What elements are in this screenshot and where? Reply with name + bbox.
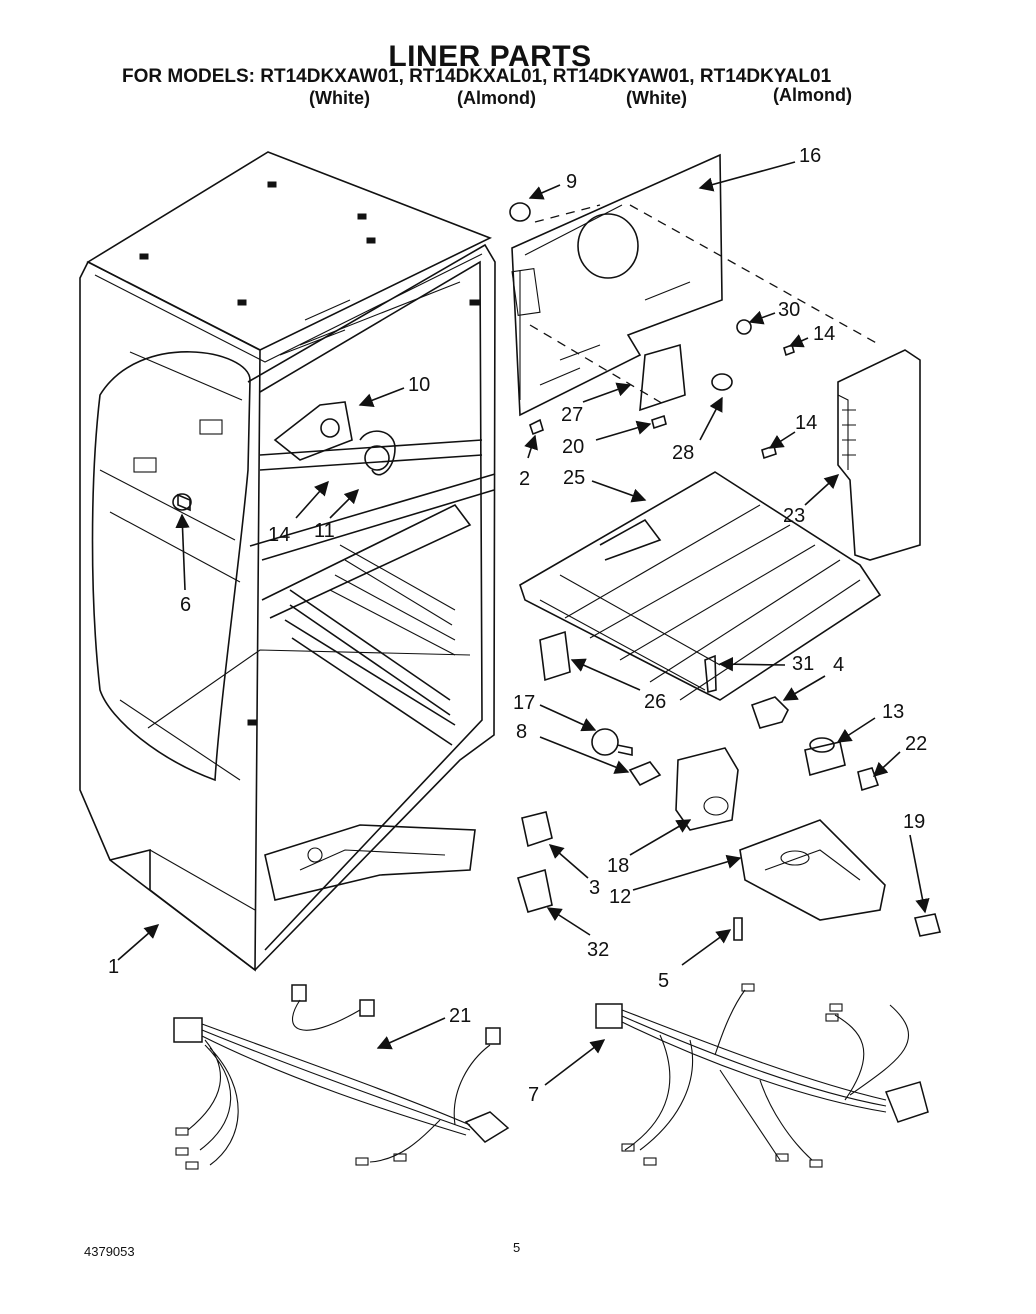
callout-23: 23 bbox=[783, 505, 806, 527]
callout-10: 10 bbox=[408, 374, 431, 396]
control-bracket-drawing bbox=[177, 401, 396, 512]
wire-harness-7-drawing bbox=[595, 983, 929, 1168]
model-variant-4: (Almond) bbox=[773, 85, 852, 105]
callout-6: 6 bbox=[180, 594, 192, 616]
model-variant-2: (Almond) bbox=[457, 88, 536, 108]
callout-13: 13 bbox=[882, 701, 905, 723]
callout-14: 14 bbox=[795, 412, 818, 434]
evaporator-tray-drawing bbox=[519, 471, 882, 701]
callout-12: 12 bbox=[609, 886, 632, 908]
callout-32: 32 bbox=[587, 939, 610, 961]
callout-5: 5 bbox=[658, 970, 670, 992]
callout-27: 27 bbox=[561, 404, 584, 426]
callout-19: 19 bbox=[903, 811, 926, 833]
wire-harness-21-drawing bbox=[173, 984, 510, 1170]
callout-14: 14 bbox=[268, 524, 291, 546]
callout-20: 20 bbox=[562, 436, 585, 458]
callout-25: 25 bbox=[563, 467, 586, 489]
page-number: 5 bbox=[513, 1240, 521, 1255]
refrigerator-liner-drawing bbox=[79, 151, 496, 972]
callout-2: 2 bbox=[519, 468, 531, 490]
callout-7: 7 bbox=[528, 1084, 540, 1106]
callout-28: 28 bbox=[672, 442, 695, 464]
callout-22: 22 bbox=[905, 733, 928, 755]
document-part-number: 4379053 bbox=[84, 1244, 135, 1259]
callout-16: 16 bbox=[799, 145, 822, 167]
callout-21: 21 bbox=[449, 1005, 472, 1027]
callout-14: 14 bbox=[813, 323, 836, 345]
callout-30: 30 bbox=[778, 299, 801, 321]
page-title: LINER PARTS bbox=[388, 40, 592, 73]
callout-9: 9 bbox=[566, 171, 578, 193]
rear-panel-drawing bbox=[511, 153, 881, 417]
models-line: FOR MODELS: RT14DKXAW01, RT14DKXAL01, RT… bbox=[122, 66, 832, 87]
callout-4: 4 bbox=[833, 654, 845, 676]
callout-31: 31 bbox=[792, 653, 815, 675]
callout-3: 3 bbox=[589, 877, 601, 899]
callout-18: 18 bbox=[607, 855, 630, 877]
model-variant-1: (White) bbox=[309, 88, 370, 108]
model-variant-3: (White) bbox=[626, 88, 687, 108]
callout-26: 26 bbox=[644, 691, 667, 713]
callout-1: 1 bbox=[108, 956, 120, 978]
air-duct-drawing bbox=[837, 349, 921, 561]
small-parts-drawing bbox=[172, 202, 942, 941]
leader-arrows bbox=[117, 161, 930, 1086]
callout-11: 11 bbox=[314, 520, 335, 542]
callout-17: 17 bbox=[513, 692, 536, 714]
callout-8: 8 bbox=[516, 721, 528, 743]
